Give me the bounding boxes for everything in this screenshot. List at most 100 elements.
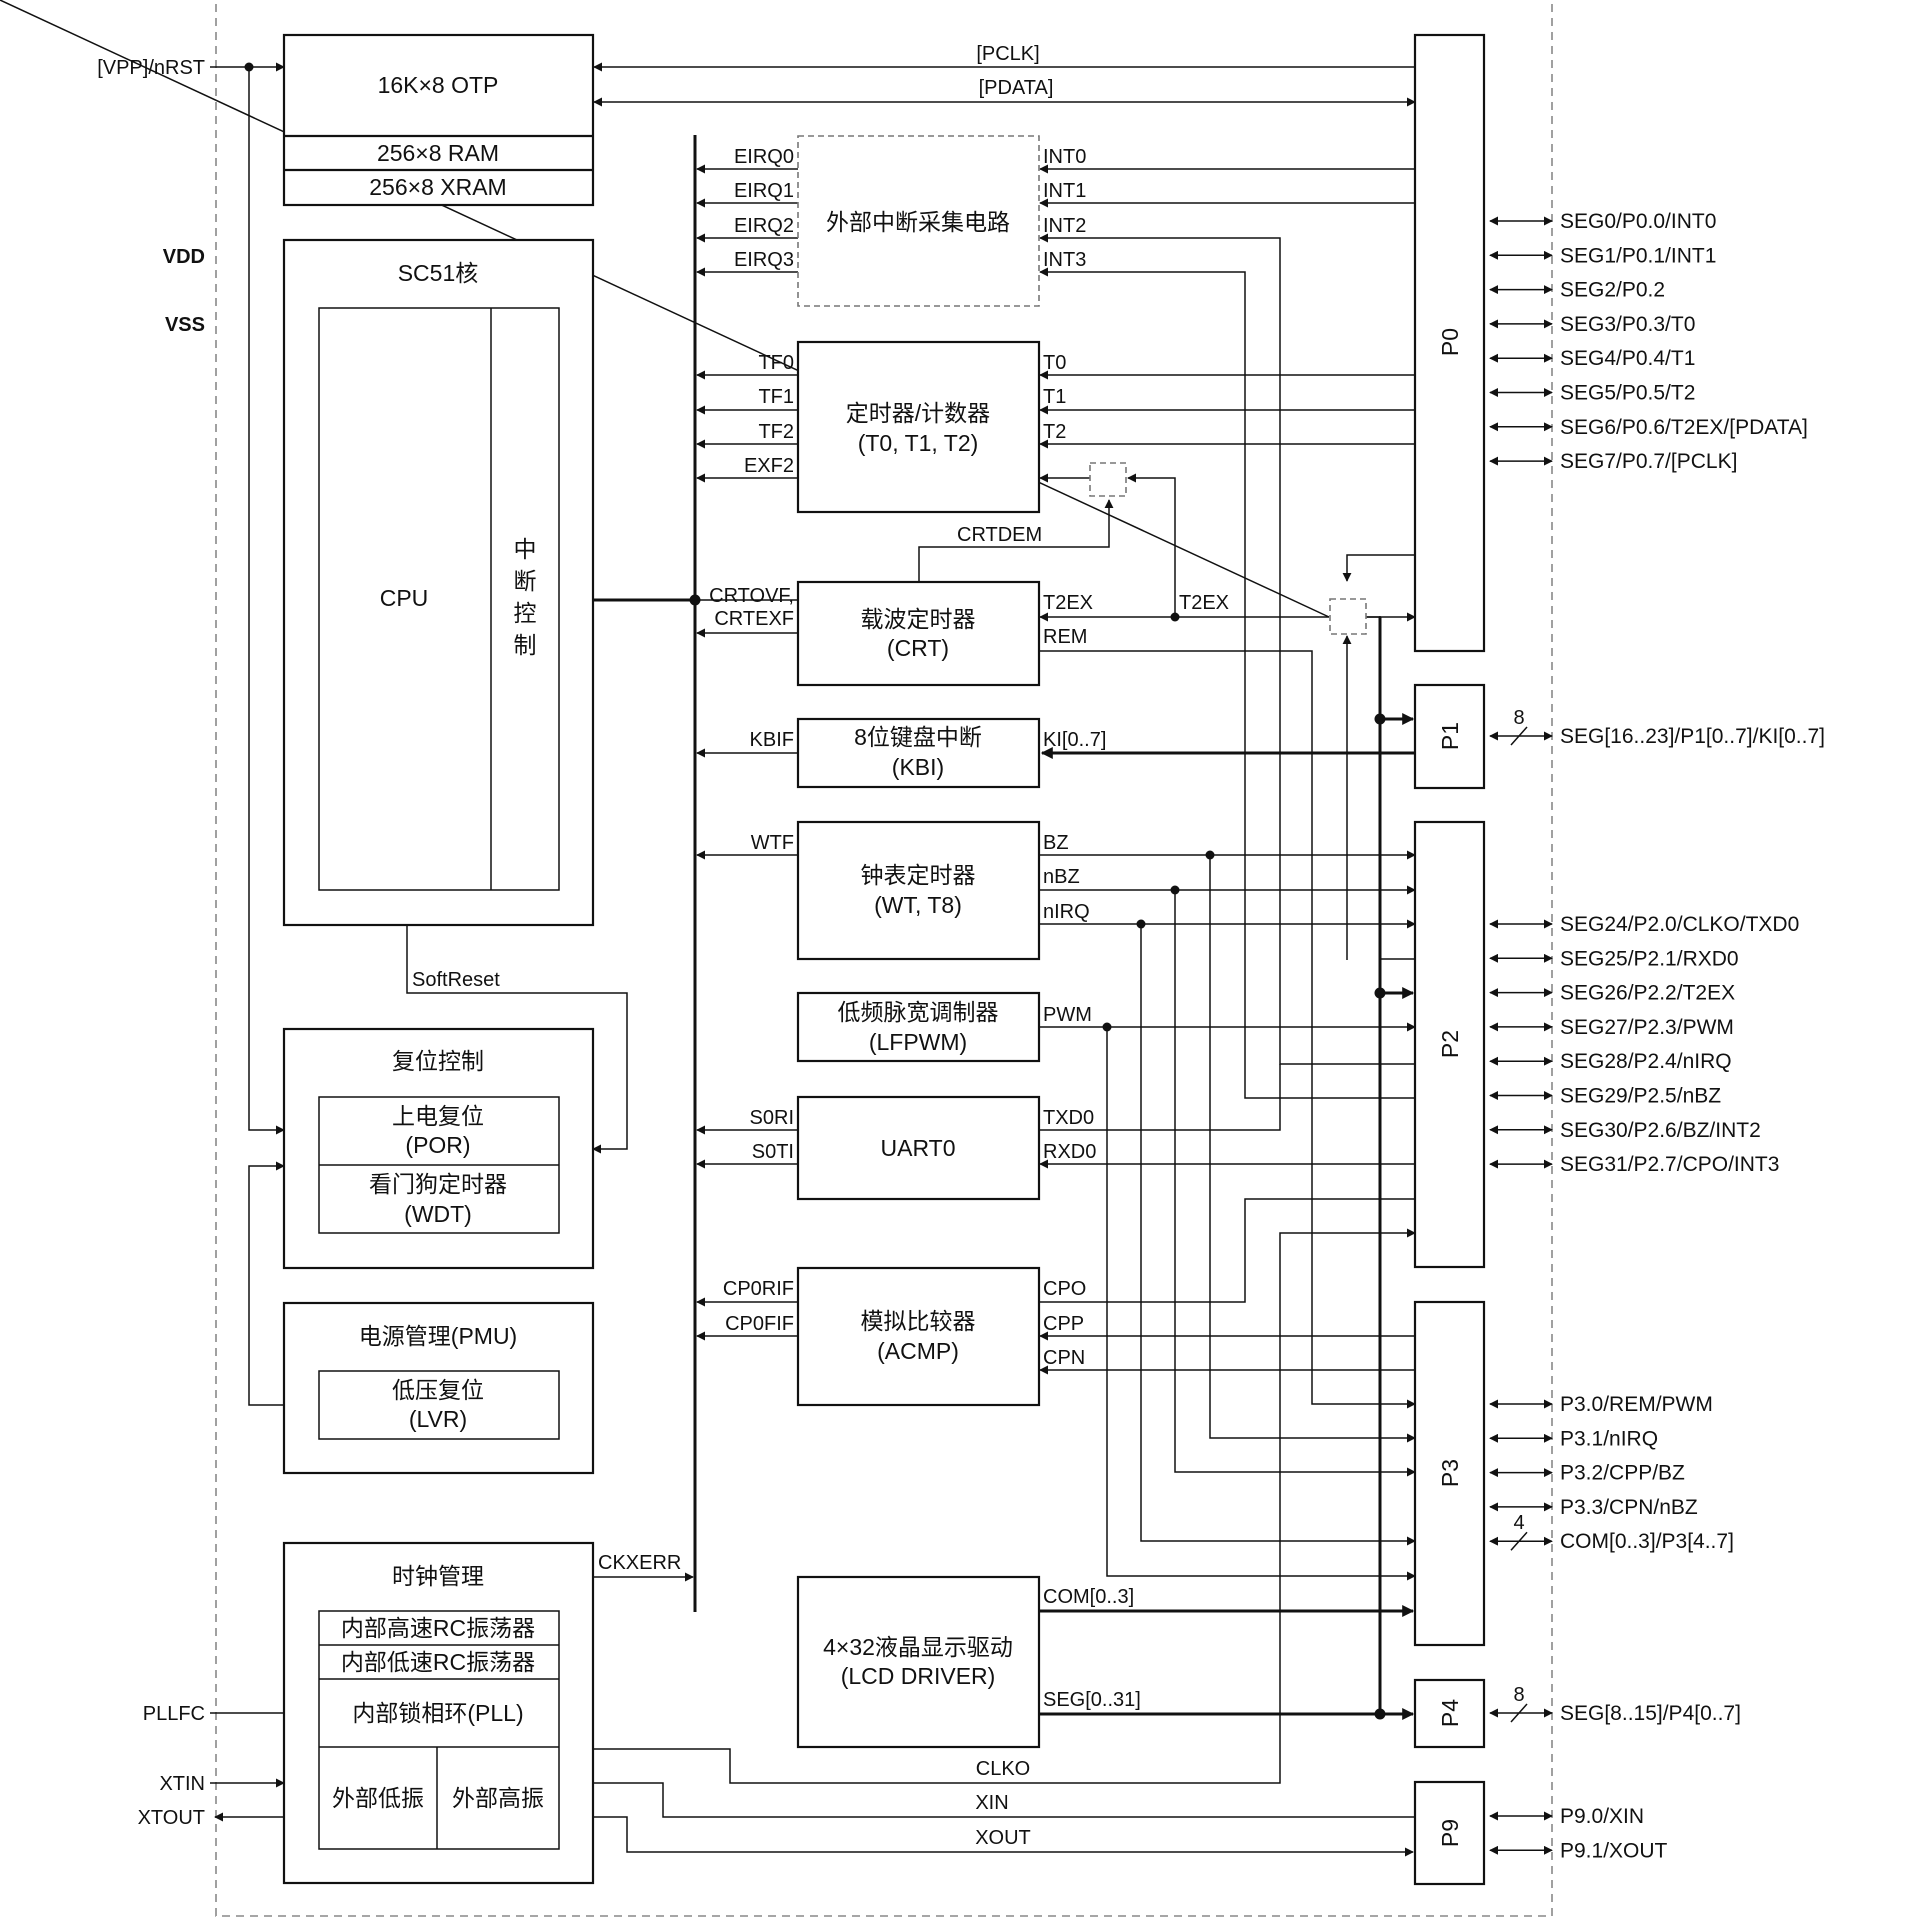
int2-label: INT2 bbox=[1043, 215, 1086, 237]
kbi-title: 8位键盘中断 bbox=[854, 724, 982, 750]
port-blocks: P0 P1 P2 P3 P4 P9 bbox=[1413, 33, 1486, 1886]
wt-block: 钟表定时器 (WT, T8) WTF BZ nBZ nIRQ bbox=[751, 820, 1090, 961]
acmp-subtitle: (ACMP) bbox=[877, 1338, 959, 1364]
clko-label: CLKO bbox=[976, 1758, 1030, 1780]
p3-pin-label: P3.1/nIRQ bbox=[1560, 1427, 1658, 1450]
p3-pin-label: COM[0..3]/P3[4..7] bbox=[1560, 1530, 1734, 1553]
tf2-label: TF2 bbox=[758, 421, 794, 443]
lfpwm-block: 低频脉宽调制器 (LFPWM) PWM bbox=[796, 991, 1092, 1063]
int1-label: INT1 bbox=[1043, 180, 1086, 202]
t2ex-label-a: T2EX bbox=[1043, 592, 1093, 614]
p0-pin-label: SEG2/P0.2 bbox=[1560, 279, 1665, 302]
vss-pin-label: VSS bbox=[165, 314, 205, 336]
p2-label: P2 bbox=[1437, 1030, 1463, 1058]
p2-pin-label: SEG24/P2.0/CLKO/TXD0 bbox=[1560, 913, 1799, 936]
lcd-block: 4×32液晶显示驱动 (LCD DRIVER) COM[0..3] SEG[0.… bbox=[796, 1575, 1141, 1749]
eirq3-label: EIRQ3 bbox=[734, 249, 794, 271]
interrupt-control-char: 制 bbox=[514, 632, 537, 658]
timer-title: 定时器/计数器 bbox=[846, 400, 990, 426]
wires bbox=[0, 0, 1416, 1857]
p1-pin-label-bus-width: 8 bbox=[1513, 707, 1524, 729]
lcd-subtitle: (LCD DRIVER) bbox=[841, 1663, 996, 1689]
p9-label: P9 bbox=[1437, 1819, 1463, 1847]
p4-label: P4 bbox=[1437, 1699, 1463, 1727]
cp0fif-label: CP0FIF bbox=[725, 1313, 794, 1335]
lcd-title: 4×32液晶显示驱动 bbox=[823, 1634, 1013, 1660]
s0ti-label: S0TI bbox=[752, 1141, 794, 1163]
otp-label: 16K×8 OTP bbox=[378, 72, 499, 98]
nrst-pin-label: [VPP]/nRST bbox=[97, 57, 205, 79]
eirq0-label: EIRQ0 bbox=[734, 146, 794, 168]
acmp-title: 模拟比较器 bbox=[861, 1308, 976, 1334]
wdt-label: 看门狗定时器 bbox=[369, 1171, 507, 1197]
t2-label: T2 bbox=[1043, 421, 1066, 443]
t2ex-label-b: T2EX bbox=[1179, 592, 1229, 614]
p3-pin-label: P3.3/CPN/nBZ bbox=[1560, 1496, 1698, 1519]
p0-pin-label: SEG7/P0.7/[PCLK] bbox=[1560, 450, 1737, 473]
crtovf-label: CRTOVF, bbox=[709, 585, 794, 607]
timer-subtitle: (T0, T1, T2) bbox=[858, 430, 979, 456]
reset-title: 复位控制 bbox=[392, 1048, 484, 1074]
reset-block: 复位控制 上电复位 (POR) 看门狗定时器 (WDT) SoftReset bbox=[282, 969, 595, 1270]
p4-pin-label-bus-width: 8 bbox=[1513, 1684, 1524, 1706]
interrupt-control-char: 中 bbox=[514, 536, 537, 562]
crt-block: 载波定时器 (CRT) CRTOVF, CRTEXF CRTDEM T2EX T… bbox=[709, 524, 1229, 687]
xhigh-label: 外部高振 bbox=[452, 1785, 544, 1811]
crtdem-label: CRTDEM bbox=[957, 524, 1042, 546]
lvr-abbr: (LVR) bbox=[409, 1406, 467, 1432]
interrupt-control-char: 控 bbox=[514, 600, 537, 626]
p9-pin-label: P9.1/XOUT bbox=[1560, 1839, 1668, 1862]
pmu-title: 电源管理(PMU) bbox=[359, 1323, 517, 1349]
acmp-block: 模拟比较器 (ACMP) CP0RIF CP0FIF CPO CPP CPN bbox=[723, 1266, 1086, 1407]
wdt-abbr: (WDT) bbox=[404, 1201, 472, 1227]
p1-pin-label: SEG[16..23]/P1[0..7]/KI[0..7] bbox=[1560, 725, 1825, 748]
vdd-pin-label: VDD bbox=[163, 246, 205, 268]
p2-pin-label: SEG30/P2.6/BZ/INT2 bbox=[1560, 1119, 1761, 1142]
xin-label: XIN bbox=[975, 1792, 1008, 1814]
wtf-label: WTF bbox=[751, 832, 794, 854]
pmu-block: 电源管理(PMU) 低压复位 (LVR) bbox=[282, 1301, 595, 1475]
p0-pin-label: SEG5/P0.5/T2 bbox=[1560, 382, 1695, 405]
p3-pin-label: P3.2/CPP/BZ bbox=[1560, 1462, 1685, 1485]
p9-pin-label: P9.0/XIN bbox=[1560, 1805, 1644, 1828]
exf2-label: EXF2 bbox=[744, 455, 794, 477]
hrc-label: 内部高速RC振荡器 bbox=[341, 1615, 535, 1641]
cp0rif-label: CP0RIF bbox=[723, 1278, 794, 1300]
ram-label: 256×8 RAM bbox=[377, 140, 499, 166]
rxd0-label: RXD0 bbox=[1043, 1141, 1096, 1163]
p0-pin-label: SEG0/P0.0/INT0 bbox=[1560, 210, 1716, 233]
timer-block: 定时器/计数器 (T0, T1, T2) TF0 TF1 TF2 EXF2 T0… bbox=[744, 340, 1066, 514]
txd0-label: TXD0 bbox=[1043, 1107, 1094, 1129]
clock-title: 时钟管理 bbox=[392, 1563, 484, 1589]
p0-pin-label: SEG4/P0.4/T1 bbox=[1560, 347, 1695, 370]
xtin-pin-label: XTIN bbox=[159, 1773, 205, 1795]
tf0-label: TF0 bbox=[758, 352, 794, 374]
p4-pin-label-bus-slash bbox=[1510, 1703, 1528, 1723]
t1-label: T1 bbox=[1043, 386, 1066, 408]
p2-pin-label: SEG28/P2.4/nIRQ bbox=[1560, 1050, 1732, 1073]
xtout-pin-label: XTOUT bbox=[138, 1807, 205, 1829]
p4-pin-label: SEG[8..15]/P4[0..7] bbox=[1560, 1702, 1741, 1725]
tf1-label: TF1 bbox=[758, 386, 794, 408]
p2-mux bbox=[1329, 598, 1367, 635]
ki-label: KI[0..7] bbox=[1043, 729, 1106, 751]
por-label: 上电复位 bbox=[392, 1103, 484, 1129]
lrc-label: 内部低速RC振荡器 bbox=[341, 1649, 535, 1675]
p1-label: P1 bbox=[1437, 722, 1463, 750]
t0-label: T0 bbox=[1043, 352, 1066, 374]
xout-label: XOUT bbox=[975, 1827, 1031, 1849]
kbi-block: 8位键盘中断 (KBI) KBIF KI[0..7] bbox=[750, 717, 1106, 789]
p2-pin-label: SEG29/P2.5/nBZ bbox=[1560, 1085, 1721, 1108]
kbif-label: KBIF bbox=[750, 729, 794, 751]
wt-title: 钟表定时器 bbox=[861, 862, 976, 888]
right-pins: SEG0/P0.0/INT0SEG1/P0.1/INT1SEG2/P0.2SEG… bbox=[1489, 210, 1825, 1862]
seg-label: SEG[0..31] bbox=[1043, 1689, 1141, 1711]
p0-label: P0 bbox=[1437, 328, 1463, 356]
p3-pin-label-bus-width: 4 bbox=[1513, 1512, 1524, 1534]
kbi-subtitle: (KBI) bbox=[892, 754, 944, 780]
lvr-label: 低压复位 bbox=[392, 1377, 484, 1403]
crt-title: 载波定时器 bbox=[861, 606, 976, 632]
nirq-label: nIRQ bbox=[1043, 901, 1090, 923]
